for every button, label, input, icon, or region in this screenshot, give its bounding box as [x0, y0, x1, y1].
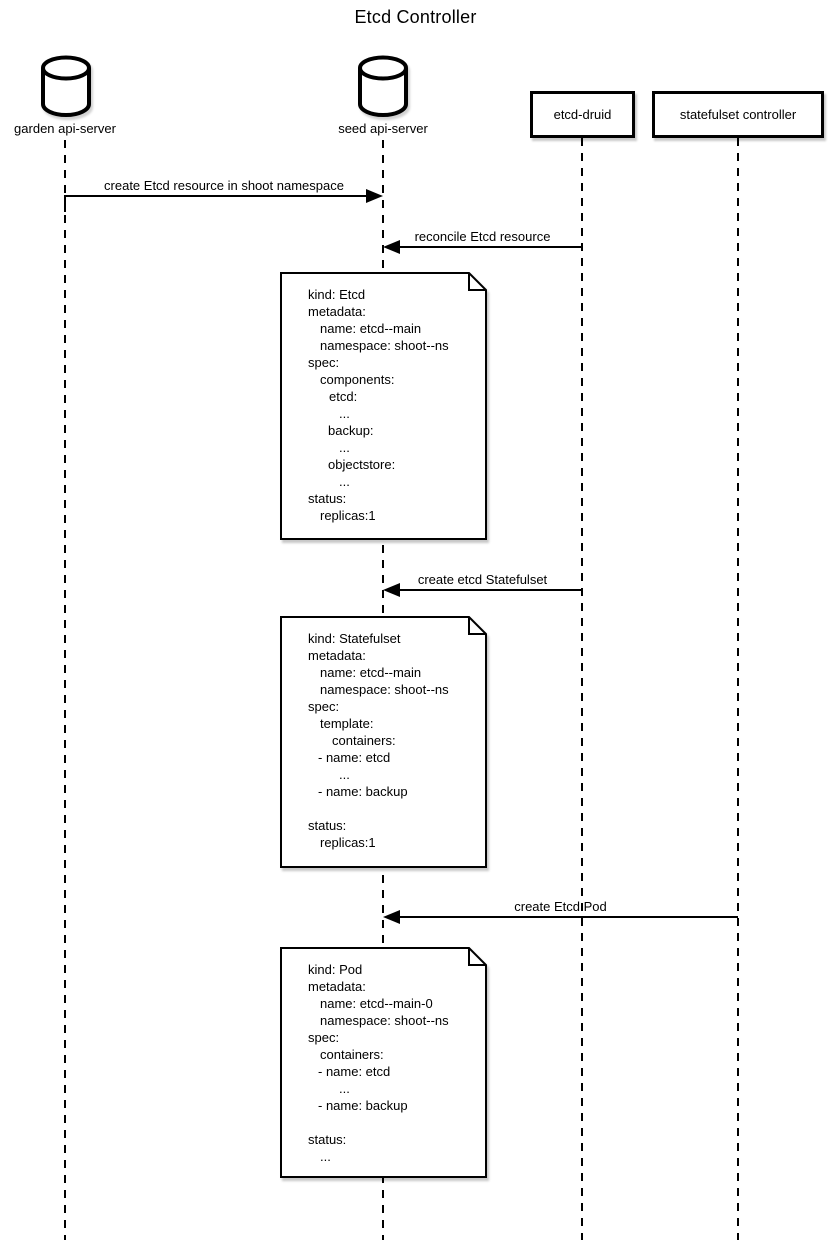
arrowhead-icon	[383, 240, 400, 254]
lifeline-garden-api-server	[64, 140, 66, 1240]
message-label-create-etcd-statefulset: create etcd Statefulset	[417, 572, 548, 587]
message-label-reconcile-etcd-resource: reconcile Etcd resource	[414, 229, 551, 244]
note-statefulset-resource: kind: Statefulset metadata: name: etcd--ma…	[280, 616, 487, 868]
note-line: metadata:	[308, 648, 366, 663]
actor-label-etcd-druid: etcd-druid	[553, 107, 612, 122]
message-line	[398, 246, 582, 248]
note-line: kind: Pod	[308, 962, 363, 977]
note-line: objectstore:	[328, 457, 396, 472]
note-line: - name: backup	[318, 784, 408, 799]
note-line: kind: Statefulset	[308, 631, 401, 646]
note-line: backup:	[328, 423, 374, 438]
note-line: containers:	[320, 1047, 384, 1062]
note-line: etcd:	[329, 389, 358, 404]
database-icon	[39, 55, 93, 122]
note-line: name: etcd--main-0	[320, 996, 433, 1011]
note-line: ...	[339, 767, 350, 782]
actor-etcd-druid: etcd-druid	[530, 91, 635, 138]
diagram-title: Etcd Controller	[354, 7, 477, 27]
note-line: - name: backup	[318, 1098, 408, 1113]
note-etcd-resource: kind: Etcd metadata: name: etcd--main names…	[280, 272, 487, 540]
actor-label-statefulset-controller: statefulset controller	[679, 107, 797, 122]
note-line: metadata:	[308, 304, 366, 319]
note-line: status:	[308, 491, 347, 506]
note-yaml-text: kind: Etcd metadata: name: etcd--main names…	[308, 286, 479, 524]
note-outline-icon	[280, 947, 487, 1178]
note-line: ...	[339, 1081, 350, 1096]
note-line: spec:	[308, 1030, 340, 1045]
note-line: components:	[320, 372, 395, 387]
note-line: spec:	[308, 699, 340, 714]
note-yaml-text: kind: Pod metadata: name: etcd--main-0 name…	[308, 961, 479, 1165]
note-line: namespace: shoot--ns	[320, 1013, 449, 1028]
arrowhead-icon	[383, 910, 400, 924]
message-line-stub	[64, 195, 66, 212]
note-line: replicas:1	[320, 508, 376, 523]
database-icon	[356, 55, 410, 122]
note-line: spec:	[308, 355, 340, 370]
note-line	[308, 1114, 479, 1131]
lifeline-etcd-druid	[581, 138, 583, 1240]
note-line: - name: etcd	[318, 750, 391, 765]
note-line: namespace: shoot--ns	[320, 338, 449, 353]
message-line	[398, 589, 582, 591]
note-line: ...	[320, 1149, 331, 1164]
note-line: ...	[339, 474, 350, 489]
note-line: replicas:1	[320, 835, 376, 850]
note-line: namespace: shoot--ns	[320, 682, 449, 697]
note-line: - name: etcd	[318, 1064, 391, 1079]
message-line	[64, 195, 368, 197]
note-line: kind: Etcd	[308, 287, 366, 302]
message-label-create-etcd-pod: create Etcd Pod	[514, 899, 607, 914]
note-line: ...	[339, 440, 350, 455]
actor-label-seed-api-server: seed api-server	[338, 121, 428, 136]
note-line: template:	[320, 716, 374, 731]
note-yaml-text: kind: Statefulset metadata: name: etcd--ma…	[308, 630, 479, 851]
lifeline-statefulset-controller	[737, 138, 739, 1240]
actor-statefulset-controller: statefulset controller	[652, 91, 824, 138]
note-line: name: etcd--main	[320, 321, 422, 336]
note-line: containers:	[332, 733, 396, 748]
note-line: status:	[308, 1132, 347, 1147]
note-line: metadata:	[308, 979, 366, 994]
arrowhead-icon	[383, 583, 400, 597]
note-outline-icon	[280, 616, 487, 868]
message-label-create-etcd-resource: create Etcd resource in shoot namespace	[104, 178, 344, 193]
actor-label-garden-api-server: garden api-server	[14, 121, 116, 136]
arrowhead-icon	[366, 189, 383, 203]
note-line: status:	[308, 818, 347, 833]
note-line	[308, 800, 479, 817]
note-line: name: etcd--main	[320, 665, 422, 680]
note-pod-resource: kind: Pod metadata: name: etcd--main-0 name…	[280, 947, 487, 1178]
note-outline-icon	[280, 272, 487, 540]
message-line	[398, 916, 738, 918]
note-line: ...	[339, 406, 350, 421]
